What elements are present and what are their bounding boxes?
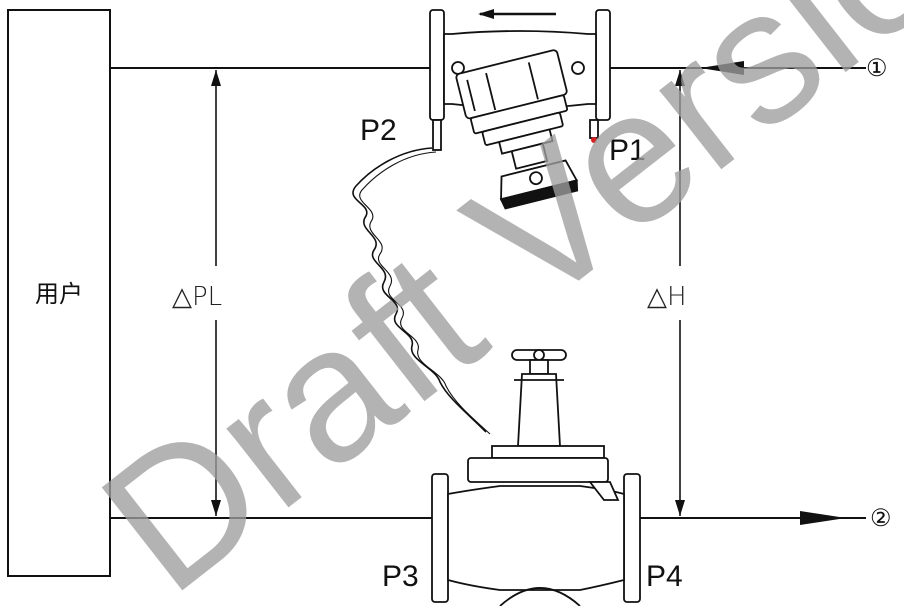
inlet-arrow-head <box>700 61 744 75</box>
flow-arrows <box>478 9 846 525</box>
delta-h-dimension: △H <box>647 70 687 516</box>
port-in-label: ① <box>866 54 888 82</box>
p4-label: P4 <box>646 560 683 593</box>
user-box-frame <box>7 9 111 577</box>
p1-tap-dot <box>591 137 597 143</box>
top-flow-arrow-head <box>478 9 494 19</box>
top-balancing-valve <box>429 9 611 210</box>
delta-pl-arrow-top <box>211 70 221 86</box>
bottom-valve-right-flange <box>623 473 641 603</box>
p3-label: P3 <box>382 560 419 593</box>
delta-pl-arrow-bottom <box>211 500 221 516</box>
user-label: 用户 <box>35 280 83 308</box>
bottom-valve-body <box>447 485 625 591</box>
bottom-valve-diaphragm-plate <box>491 445 605 459</box>
bottom-valve-diaphragm-housing <box>467 457 609 483</box>
capillary-tube <box>352 147 487 433</box>
delta-pl-label: △PL <box>172 282 222 312</box>
top-valve-left-flange <box>429 9 445 121</box>
bottom-valve-actuator <box>517 373 561 447</box>
p2-label: P2 <box>360 114 397 147</box>
bottom-valve-side-tap <box>588 481 620 501</box>
p2-tap-fitting <box>432 119 442 151</box>
bottom-valve-left-flange <box>431 473 449 603</box>
delta-pl-dimension: △PL <box>172 70 222 516</box>
p1-label: P1 <box>609 134 646 167</box>
capillary-tube-inner <box>359 151 491 435</box>
delta-h-arrow-bottom <box>675 500 685 516</box>
top-valve-right-bolt <box>571 61 585 75</box>
bottom-valve-seat <box>499 587 581 606</box>
user-box: 用户 <box>7 9 111 577</box>
delta-h-label: △H <box>647 282 687 312</box>
outlet-arrow-head <box>800 511 846 525</box>
port-out-label: ② <box>870 504 892 532</box>
top-valve-bonnet <box>455 49 579 210</box>
delta-h-arrow-top <box>675 70 685 86</box>
bottom-pressure-valve <box>431 349 641 606</box>
